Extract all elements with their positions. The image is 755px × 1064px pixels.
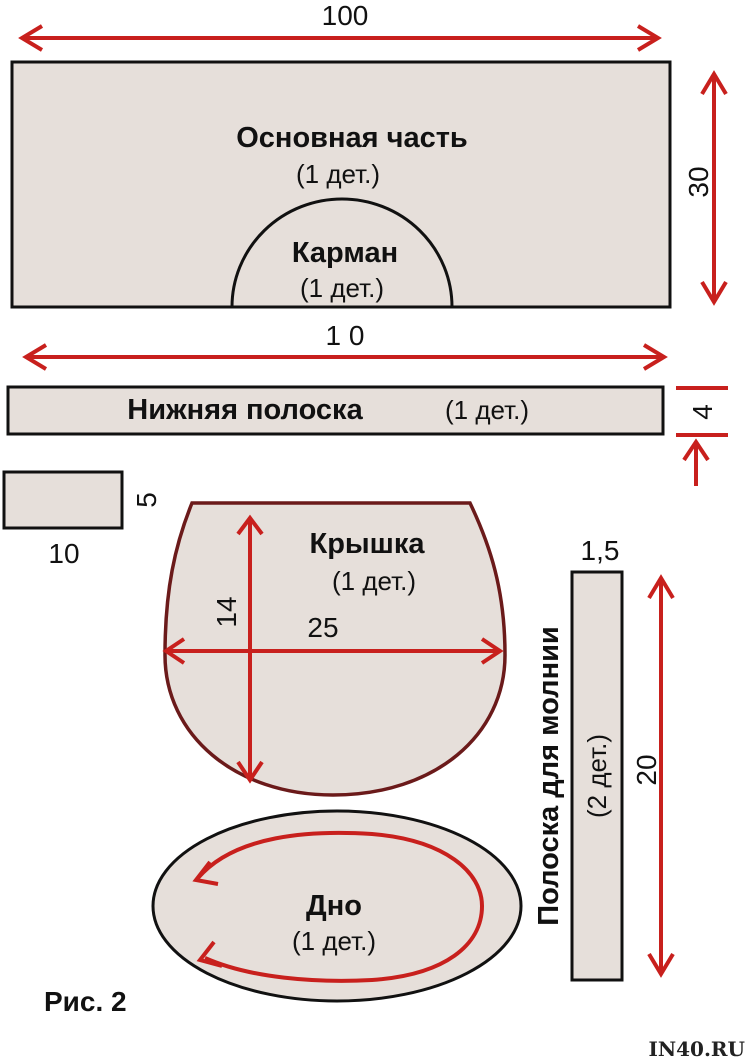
base-shape — [151, 809, 523, 1003]
lid-width-label: 25 — [307, 612, 338, 643]
small-rect-shape — [2, 470, 124, 530]
zipper-strip-height-dimension: 20 — [631, 574, 675, 978]
watermark: IN40.RU — [649, 1037, 746, 1061]
zipper-strip-width-label: 1,5 — [581, 535, 620, 566]
arrow-down-icon — [236, 760, 264, 784]
pocket-shape — [230, 197, 454, 309]
arrow-right-icon — [480, 637, 504, 665]
arrow-icon — [196, 940, 223, 968]
arrow-up-icon — [647, 574, 675, 600]
arrow-down-icon — [700, 280, 728, 306]
lid-height-label: 14 — [211, 596, 242, 627]
main-width-dimension: 100 — [18, 0, 662, 52]
zipper-strip-qty: (2 дет.) — [582, 734, 612, 818]
bottom-strip-qty: (1 дет.) — [445, 395, 529, 425]
main-width-label: 100 — [322, 0, 369, 31]
base-title: Дно — [306, 890, 362, 922]
bottom-strip-height-label: 4 — [687, 404, 718, 420]
base-qty: (1 дет.) — [292, 926, 376, 956]
base: Дно (1 дет.) — [151, 809, 523, 1003]
main-height-dimension: 30 — [683, 70, 728, 306]
arrow-up-icon — [236, 514, 264, 536]
small-rect: 5 10 — [2, 470, 162, 569]
bottom-strip-title: Нижняя полоска — [127, 394, 363, 426]
arrow-left-icon — [22, 343, 48, 371]
small-rect-width-label: 10 — [48, 538, 79, 569]
arrow-up-icon — [700, 70, 728, 96]
arrow-right-icon — [642, 343, 668, 371]
bottom-strip-height-dimension: 4 — [676, 386, 728, 486]
arrow-left-icon — [18, 24, 44, 52]
lid-width-dimension: 25 — [162, 612, 504, 665]
arrow-left-icon — [162, 637, 186, 665]
zipper-strip-shape — [570, 570, 624, 982]
bottom-strip-width-label: 1 0 — [326, 320, 365, 351]
figure-caption: Рис. 2 — [44, 986, 127, 1017]
arrow-down-icon — [647, 952, 675, 978]
zipper-strip-title: Полоска для молнии — [533, 626, 565, 926]
main-part-title: Основная часть — [236, 122, 468, 154]
base-direction-arc — [196, 830, 485, 983]
lid-qty: (1 дет.) — [332, 566, 416, 596]
pocket-qty: (1 дет.) — [300, 273, 384, 303]
small-rect-height-label: 5 — [131, 492, 162, 508]
arrow-up-icon — [682, 438, 710, 462]
zipper-strip-height-label: 20 — [631, 754, 662, 785]
pocket-title: Карман — [292, 237, 398, 269]
main-height-label: 30 — [683, 166, 714, 197]
zipper-strip: 1,5 Полоска для молнии (2 дет.) — [533, 535, 624, 982]
arrow-right-icon — [636, 24, 662, 52]
lid-title: Крышка — [310, 528, 426, 560]
bottom-strip: Нижняя полоска (1 дет.) — [6, 385, 665, 436]
arrow-icon — [192, 860, 219, 886]
bottom-strip-shape — [6, 385, 665, 436]
bottom-strip-width-dimension: 1 0 — [22, 320, 668, 371]
main-part-qty: (1 дет.) — [296, 159, 380, 189]
pocket: Карман (1 дет.) — [230, 197, 454, 309]
